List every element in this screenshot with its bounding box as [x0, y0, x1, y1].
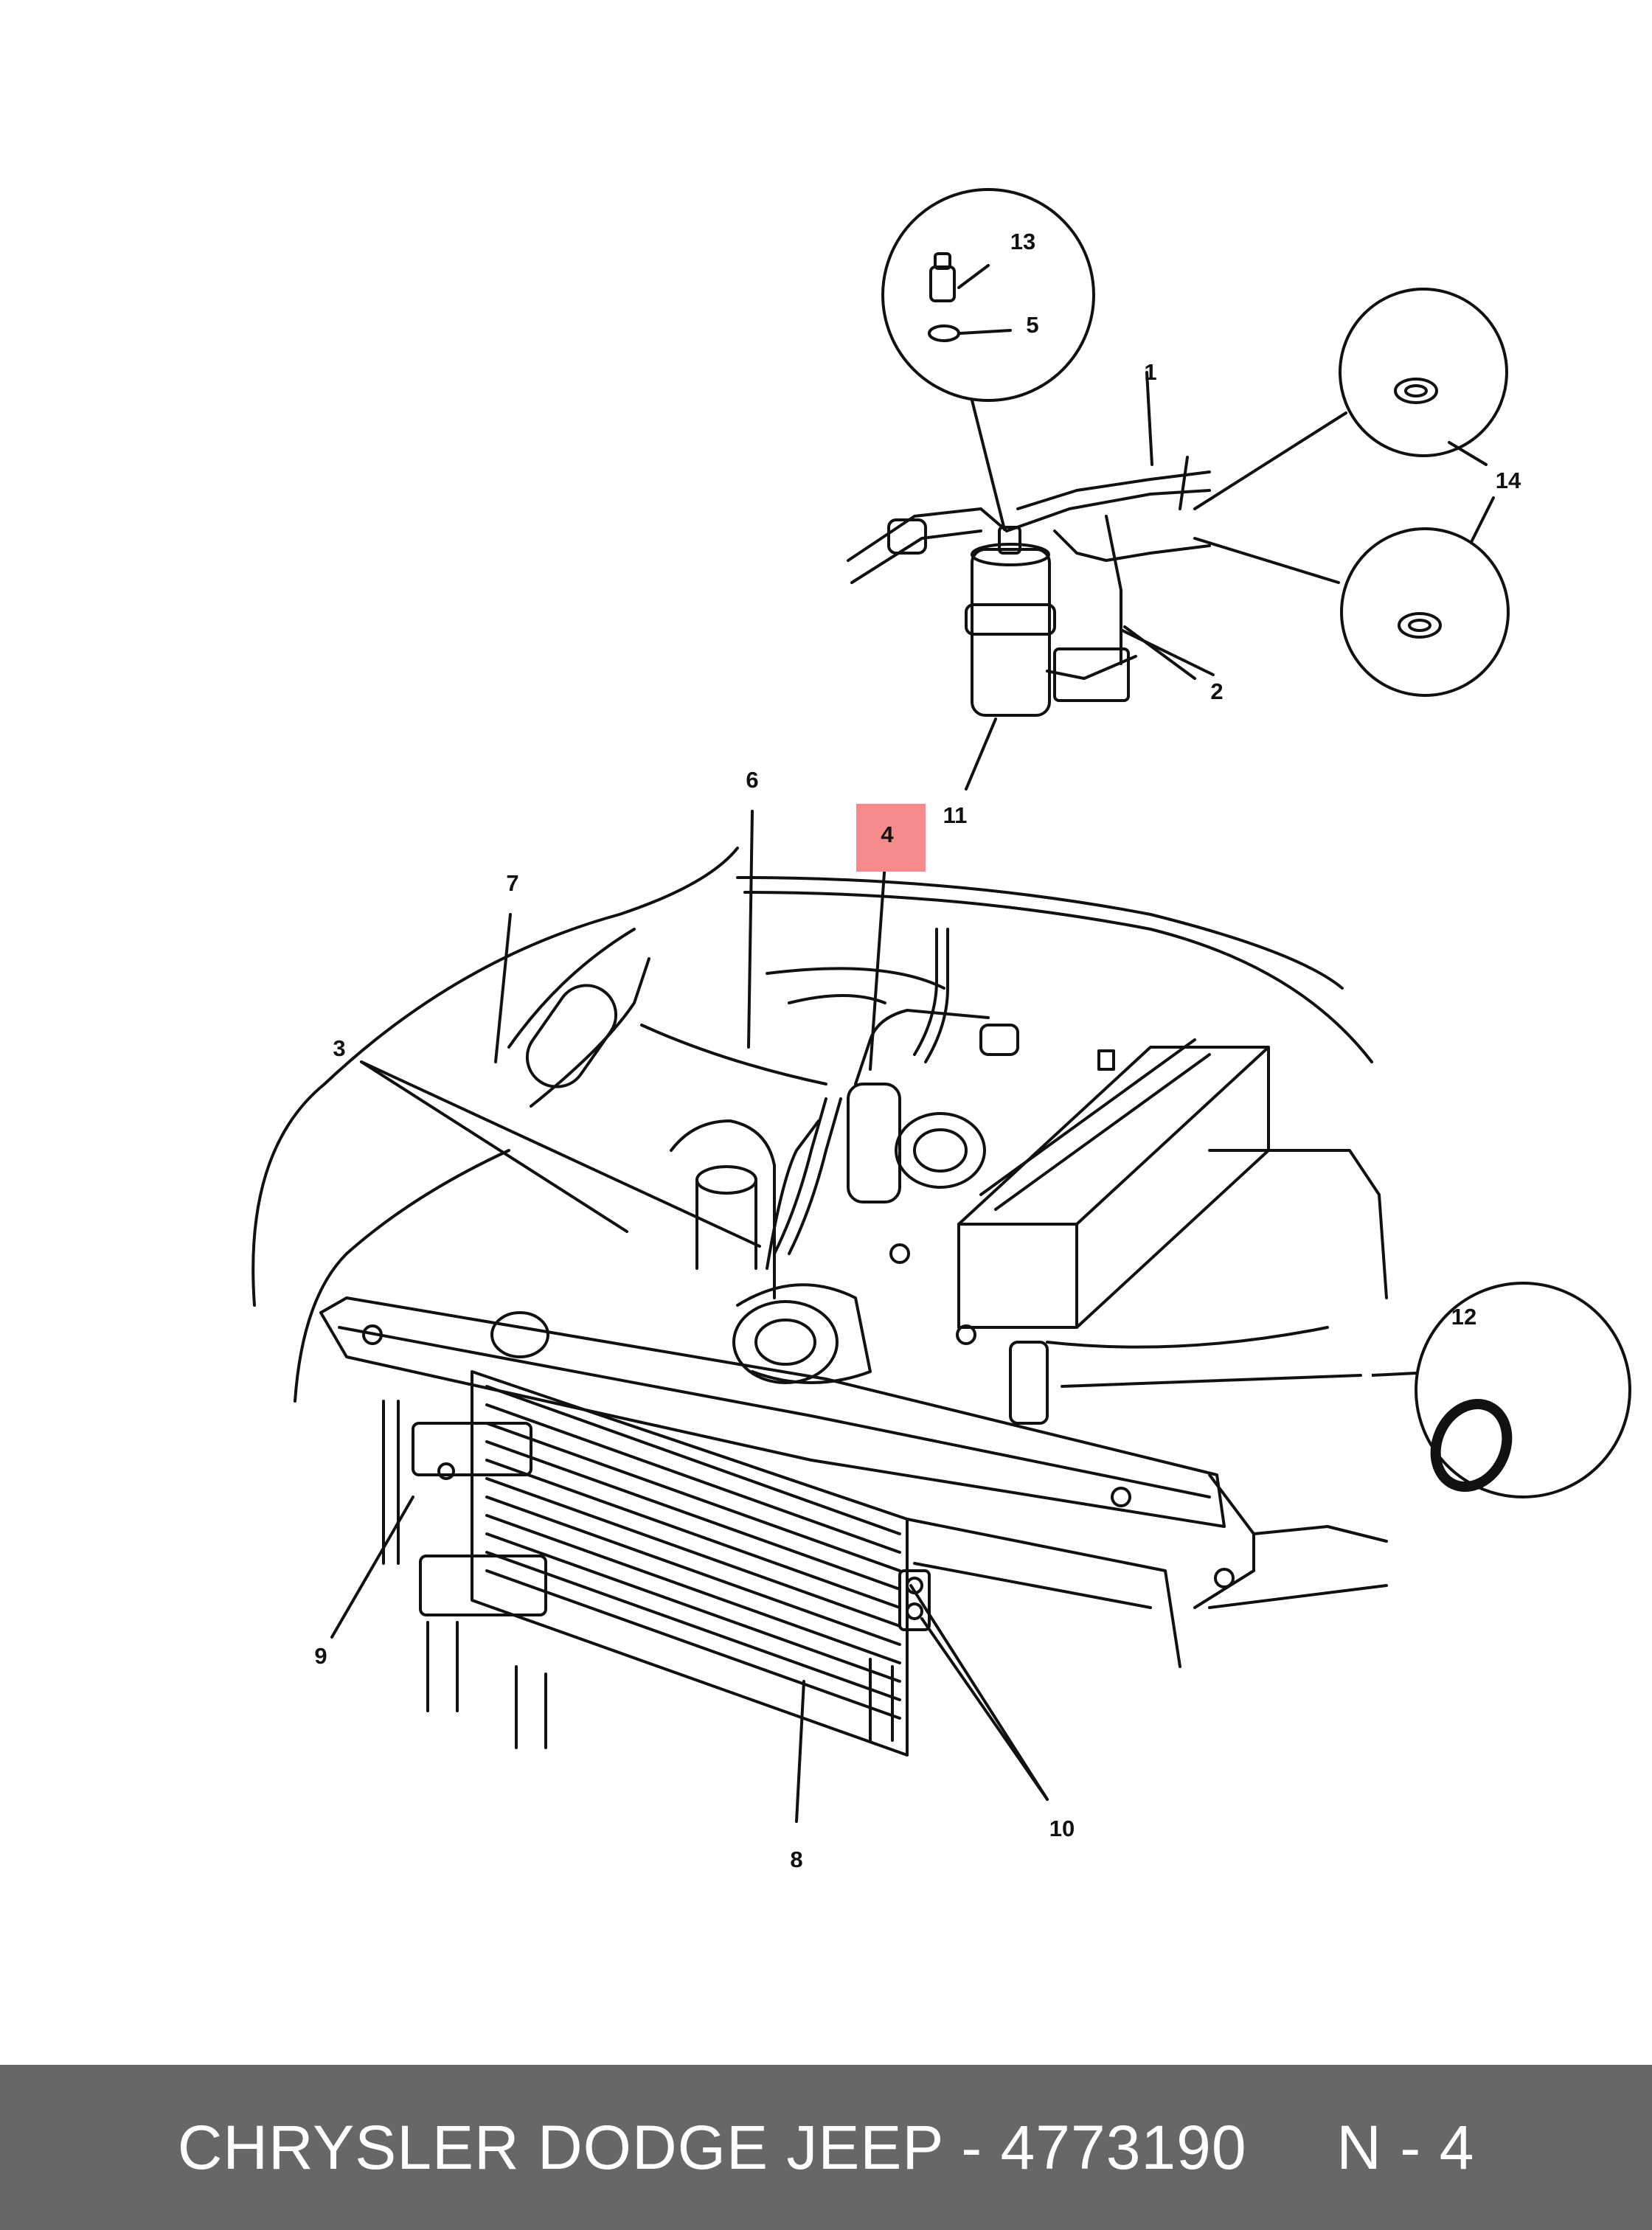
- hood-outline: [251, 847, 739, 1307]
- callout-5: 5: [1026, 312, 1039, 338]
- detail-circle-14-top: [1339, 288, 1508, 457]
- callout-9: 9: [314, 1643, 327, 1669]
- callout-10: 10: [1049, 1816, 1075, 1841]
- callout-12: 12: [1451, 1304, 1477, 1330]
- callout-11: 11: [943, 802, 968, 828]
- callout-6: 6: [746, 767, 759, 793]
- engine-bay-ac-diagram: [251, 188, 1631, 1823]
- callout-2: 2: [1210, 678, 1224, 704]
- callout-1: 1: [1144, 359, 1157, 385]
- footer-bar: CHRYSLER DODGE JEEP - 4773190 N - 4: [0, 2065, 1652, 2230]
- detail-circle-13-5: [881, 188, 1095, 402]
- callout-4-highlight: [856, 804, 926, 872]
- receiver-drier: [971, 548, 1051, 717]
- callout-13: 13: [1010, 229, 1036, 254]
- callout-4: 4: [881, 822, 894, 847]
- callout-3: 3: [333, 1035, 346, 1061]
- callout-8: 8: [790, 1847, 803, 1872]
- ac-condenser: [471, 1370, 909, 1757]
- detail-circle-14-bottom: [1340, 527, 1510, 697]
- callout-7: 7: [506, 870, 519, 896]
- radiator-support: [319, 1296, 1226, 1528]
- footer-part-label: CHRYSLER DODGE JEEP - 4773190 N - 4: [177, 2112, 1475, 2182]
- detail-circle-12: [1415, 1282, 1631, 1498]
- callout-14: 14: [1495, 468, 1521, 493]
